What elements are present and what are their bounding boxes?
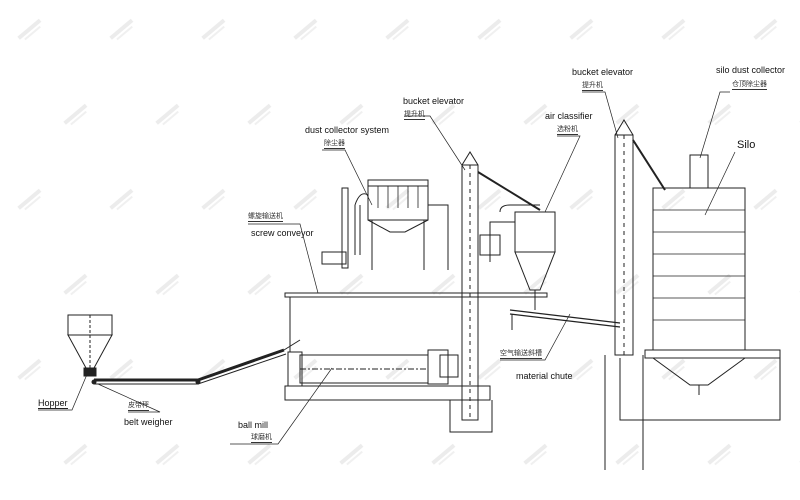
watermark-mark [155,273,180,296]
label-bucket-elevator-1: bucket elevator [403,96,465,106]
label-dust-collector: dust collector system [305,125,390,135]
watermark-mark [615,103,640,126]
watermark-mark [707,443,732,466]
watermark-mark [661,188,686,211]
watermark-mark [247,103,272,126]
label-air-classifier-cn: 选粉机 [557,126,578,135]
watermark-mark [753,358,778,381]
label-bucket-elevator-2-cn: 提升机 [582,82,603,91]
screw-conveyor-drawing [284,292,548,340]
watermark-mark [753,18,778,41]
bucket-elevator-2-drawing [604,119,666,470]
watermark-mark [339,273,364,296]
belt-conveyor-drawing [91,348,287,385]
label-dust-collector-cn: 除尘器 [324,140,345,149]
air-classifier-drawing [479,204,556,310]
watermark-mark [477,188,502,211]
watermark-mark [477,18,502,41]
watermark-mark [385,18,410,41]
watermark-mark [155,103,180,126]
label-hopper: Hopper [38,398,68,409]
label-bucket-elevator-2: bucket elevator [572,67,634,77]
label-air-classifier: air classifier [545,111,593,121]
hopper-drawing [67,314,113,377]
watermark-mark [661,358,686,381]
watermark-mark [201,188,226,211]
watermark-mark [431,103,456,126]
watermark-mark [523,103,548,126]
label-silo: Silo [737,139,756,151]
watermark-mark [109,18,134,41]
watermark-mark [431,273,456,296]
watermark-mark [17,358,42,381]
label-ball-mill: ball mill [238,420,269,430]
watermark-mark [63,443,88,466]
label-screw-conveyor: screw conveyor [251,228,314,238]
watermark-mark [201,18,226,41]
material-chute-drawing [509,309,621,330]
watermark-mark [17,18,42,41]
watermark-mark [109,188,134,211]
watermark-mark [569,188,594,211]
watermark-mark [63,273,88,296]
watermark-mark [385,188,410,211]
watermark-mark [569,358,594,381]
label-silo-dust-collector-cn: 仓顶除尘器 [732,81,767,90]
watermark-mark [339,443,364,466]
label-material-chute: material chute [516,371,573,381]
watermark-mark [707,273,732,296]
watermark-mark [247,443,272,466]
watermark-mark [661,18,686,41]
watermark-mark [431,443,456,466]
label-ball-mill-cn: 球磨机 [251,434,272,443]
watermark-mark [63,103,88,126]
watermark-mark [247,273,272,296]
ball-mill-drawing [283,300,491,401]
label-material-chute-cn: 空气输送斜槽 [500,350,542,359]
silo-drawing [619,154,781,421]
watermark-mark [523,443,548,466]
watermark-mark [155,443,180,466]
watermark-mark [569,18,594,41]
label-belt-weigher-cn: 皮带秤 [128,402,149,411]
label-bucket-elevator-1-cn: 提升机 [404,111,425,120]
watermark-mark [109,358,134,381]
watermark-mark [293,188,318,211]
dust-collector-drawing [321,179,449,270]
watermark-mark [293,18,318,41]
label-screw-conveyor-cn: 螺旋输送机 [248,213,283,222]
watermark-mark [615,443,640,466]
watermark-mark [477,358,502,381]
watermark-mark [17,188,42,211]
watermark-mark [753,188,778,211]
bucket-elevator-1-drawing [449,151,541,433]
label-belt-weigher: belt weigher [124,417,173,427]
leader-lines [38,91,736,445]
label-silo-dust-collector: silo dust collector [716,65,786,75]
watermark-mark [707,103,732,126]
watermark-mark [339,103,364,126]
